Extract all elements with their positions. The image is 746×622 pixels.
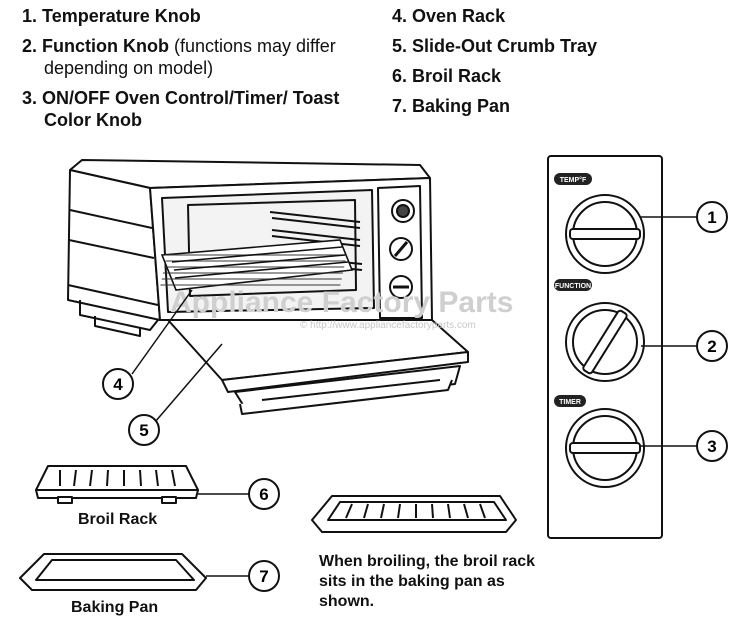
svg-text:7: 7 <box>259 567 268 586</box>
svg-text:TIMER: TIMER <box>559 399 581 406</box>
legend-item-7: 7. Baking Pan <box>392 96 511 116</box>
svg-text:2: 2 <box>707 337 716 356</box>
svg-text:FUNCTION: FUNCTION <box>555 283 591 290</box>
callout-7: 7 <box>206 560 280 592</box>
temperature-knob: TEMP°F <box>554 173 645 274</box>
svg-text:TEMP°F: TEMP°F <box>560 176 587 184</box>
legend-item-1: 1. Temperature Knob <box>22 6 201 26</box>
function-knob: FUNCTION <box>554 279 645 382</box>
broil-rack <box>35 465 199 504</box>
legend-item-5: 5. Slide-Out Crumb Tray <box>392 36 598 56</box>
parts-legend-left: 1. Temperature Knob 2. Function Knob (fu… <box>22 5 382 131</box>
legend-item-2: 2. Function Knob (functions may differ d… <box>22 36 336 78</box>
callout-4: 4 <box>102 289 193 400</box>
callout-5: 5 <box>128 343 223 446</box>
legend-item-3: 3. ON/OFF Oven Control/Timer/ Toast Colo… <box>22 88 340 130</box>
legend-item-6: 6. Broil Rack <box>392 66 502 86</box>
watermark-title: Appliance Factory Parts <box>170 286 513 319</box>
control-panel: TEMP°F FUNCTION TIMER <box>547 155 663 539</box>
watermark-url: © http://www.appliancefactoryparts.com <box>300 320 476 331</box>
broiling-note: When broiling, the broil rack sits in th… <box>319 553 536 610</box>
callout-6: 6 <box>198 478 280 510</box>
legend-item-4: 4. Oven Rack <box>392 6 506 26</box>
callout-3: 3 <box>641 430 728 462</box>
svg-text:6: 6 <box>259 485 268 504</box>
crumb-tray <box>167 319 469 415</box>
broil-rack-caption: Broil Rack <box>78 511 158 528</box>
svg-text:1: 1 <box>707 208 716 227</box>
svg-text:3: 3 <box>707 437 716 456</box>
callout-2: 2 <box>641 330 728 362</box>
broil-rack-in-pan <box>311 495 517 533</box>
oven-rack <box>160 239 354 291</box>
svg-text:5: 5 <box>139 421 148 440</box>
baking-pan-caption: Baking Pan <box>71 599 159 616</box>
timer-knob: TIMER <box>554 395 645 488</box>
svg-text:4: 4 <box>113 375 123 394</box>
callout-1: 1 <box>640 201 728 233</box>
parts-legend-right: 4. Oven Rack 5. Slide-Out Crumb Tray 6. … <box>392 5 732 117</box>
baking-pan <box>19 553 207 591</box>
